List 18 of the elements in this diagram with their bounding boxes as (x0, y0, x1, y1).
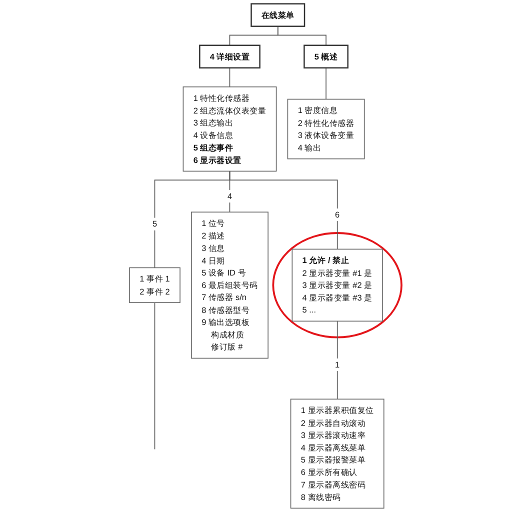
node-box: 1 密度信息 2 特性化传感器 3 液体设备变量 4 输出 (287, 98, 365, 160)
connector (277, 26, 326, 46)
edge-label: 4 (227, 191, 232, 201)
edge-label: 5 (152, 218, 158, 228)
node-box: 5 概述 (304, 44, 348, 68)
connector (229, 67, 230, 88)
node-box: 在线菜单 (250, 3, 306, 27)
node-box: 1 允许 / 禁止 2 显示器变量 #1 是 3 显示器变量 #2 是 4 显示器变量 #3 是 5 ... (292, 248, 383, 322)
node-box: 1 事件 1 2 事件 2 (129, 267, 180, 304)
connector (336, 320, 338, 400)
edge-label: 6 (335, 210, 340, 220)
node-box: 4 详细设置 (199, 44, 260, 68)
node-box: 1 特性化传感器 2 组态流体仪表变量 3 组态输出 4 设备信息 5 组态事件 6 显示器设置 (182, 86, 277, 172)
node-box: 1 位号 2 描述 3 信息 4 日期 5 设备 ID 号 6 最后组装号码 7 传感器 s/n 8 传感器型号 9 输出选项板 构成材质 修订版 # (191, 212, 268, 359)
connector (229, 170, 338, 250)
node-box: 1 显示器累积值复位 2 显示器自动滚动 3 显示器滚动速率 4 显示器离线菜单 5 显示器报警菜单 6 显示所有确认 7 显示器离线密码 8 离线密码 (290, 398, 384, 509)
edge-label: 1 (335, 360, 340, 370)
connector (154, 302, 156, 450)
